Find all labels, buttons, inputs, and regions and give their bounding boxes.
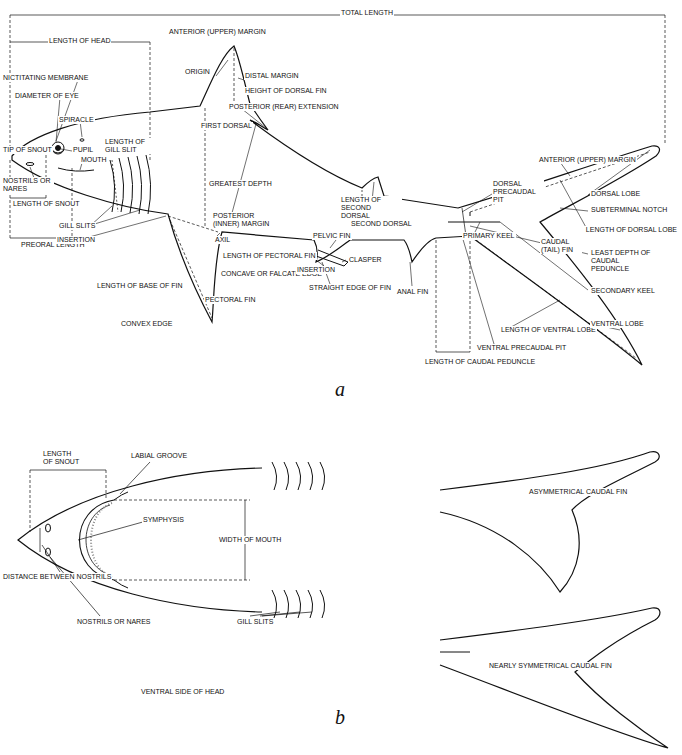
part-label: INSERTION xyxy=(296,266,336,274)
part-label: LENGTH OF HEAD xyxy=(48,37,111,45)
part-label: POSTERIOR (INNER) MARGIN xyxy=(212,212,274,228)
part-label: LENGTH OF PECTORAL FIN xyxy=(222,252,317,260)
part-label: INSERTION xyxy=(56,236,96,244)
part-label: VENTRAL PRECAUDAL PIT xyxy=(476,344,567,352)
part-label: LENGTH OF CAUDAL PEDUNCLE xyxy=(424,358,536,366)
part-label: LENGTH OF DORSAL LOBE xyxy=(585,226,678,234)
part-label: LENGTH OF GILL SLIT xyxy=(104,138,156,154)
part-label: LABIAL GROOVE xyxy=(130,452,188,460)
part-label: DORSAL LOBE xyxy=(590,190,641,198)
part-label: DORSAL PRECAUDAL PIT xyxy=(492,180,544,204)
part-label: TIP OF SNOUT xyxy=(2,146,53,154)
part-label: GILL SLITS xyxy=(58,222,96,230)
part-label: ASYMMETRICAL CAUDAL FIN xyxy=(528,488,628,496)
part-label: SECOND DORSAL xyxy=(350,220,413,228)
part-label: SUBTERMINAL NOTCH xyxy=(590,206,668,214)
part-label: CLASPER xyxy=(348,256,383,264)
figure-letter: b xyxy=(334,706,346,729)
part-label: NOSTRILS OR NARES xyxy=(2,177,54,193)
part-label: STRAIGHT EDGE OF FIN xyxy=(308,284,392,292)
part-label: LENGTH OF BASE OF FIN xyxy=(96,282,184,290)
part-label: ANTERIOR (UPPER) MARGIN xyxy=(538,156,637,164)
part-label: LENGTH OF VENTRAL LOBE xyxy=(500,326,597,334)
part-label: ORIGIN xyxy=(184,68,211,76)
part-label: WIDTH OF MOUTH xyxy=(218,536,282,544)
part-label: PUPIL xyxy=(72,146,94,154)
part-label: DISTAL MARGIN xyxy=(244,72,300,80)
part-label: CONVEX EDGE xyxy=(120,320,173,328)
part-label: PECTORAL FIN xyxy=(204,296,257,304)
part-label: LENGTH OF SNOUT xyxy=(12,200,81,208)
part-label: LENGTH OF SECOND DORSAL xyxy=(340,196,402,220)
part-label: HEIGHT OF DORSAL FIN xyxy=(244,87,328,95)
part-label: AXIL xyxy=(214,236,231,244)
part-label: NICTITATING MEMBRANE xyxy=(2,74,89,82)
figure-letter: a xyxy=(334,378,346,401)
part-label: POSTERIOR (REAR) EXTENSION xyxy=(228,103,340,111)
part-label: CAUDAL (TAIL) FIN xyxy=(540,238,582,254)
part-label: VENTRAL LOBE xyxy=(590,320,645,328)
part-label: FIRST DORSAL xyxy=(200,122,253,130)
part-label: SPIRACLE xyxy=(58,116,95,124)
part-label: DISTANCE BETWEEN NOSTRILS xyxy=(2,573,112,581)
part-label: LENGTH OF SNOUT xyxy=(42,450,84,466)
part-label: PELVIC FIN xyxy=(312,232,352,240)
part-label: ANTERIOR (UPPER) MARGIN xyxy=(168,28,267,36)
part-label: PRIMARY KEEL xyxy=(462,232,516,240)
part-label: NOSTRILS OR NARES xyxy=(76,618,152,626)
part-label: LEAST DEPTH OF CAUDAL PEDUNCLE xyxy=(590,249,652,273)
part-label: TOTAL LENGTH xyxy=(340,9,394,17)
part-label: DIAMETER OF EYE xyxy=(14,92,80,100)
part-label: MOUTH xyxy=(80,156,108,164)
part-label: VENTRAL SIDE OF HEAD xyxy=(140,688,225,696)
part-label: GILL SLITS xyxy=(236,618,274,626)
part-label: ANAL FIN xyxy=(396,288,429,296)
part-label: NEARLY SYMMETRICAL CAUDAL FIN xyxy=(488,662,613,670)
part-label: SECONDARY KEEL xyxy=(590,287,656,295)
part-label: SYMPHYSIS xyxy=(142,516,185,524)
part-label: GREATEST DEPTH xyxy=(208,180,273,188)
